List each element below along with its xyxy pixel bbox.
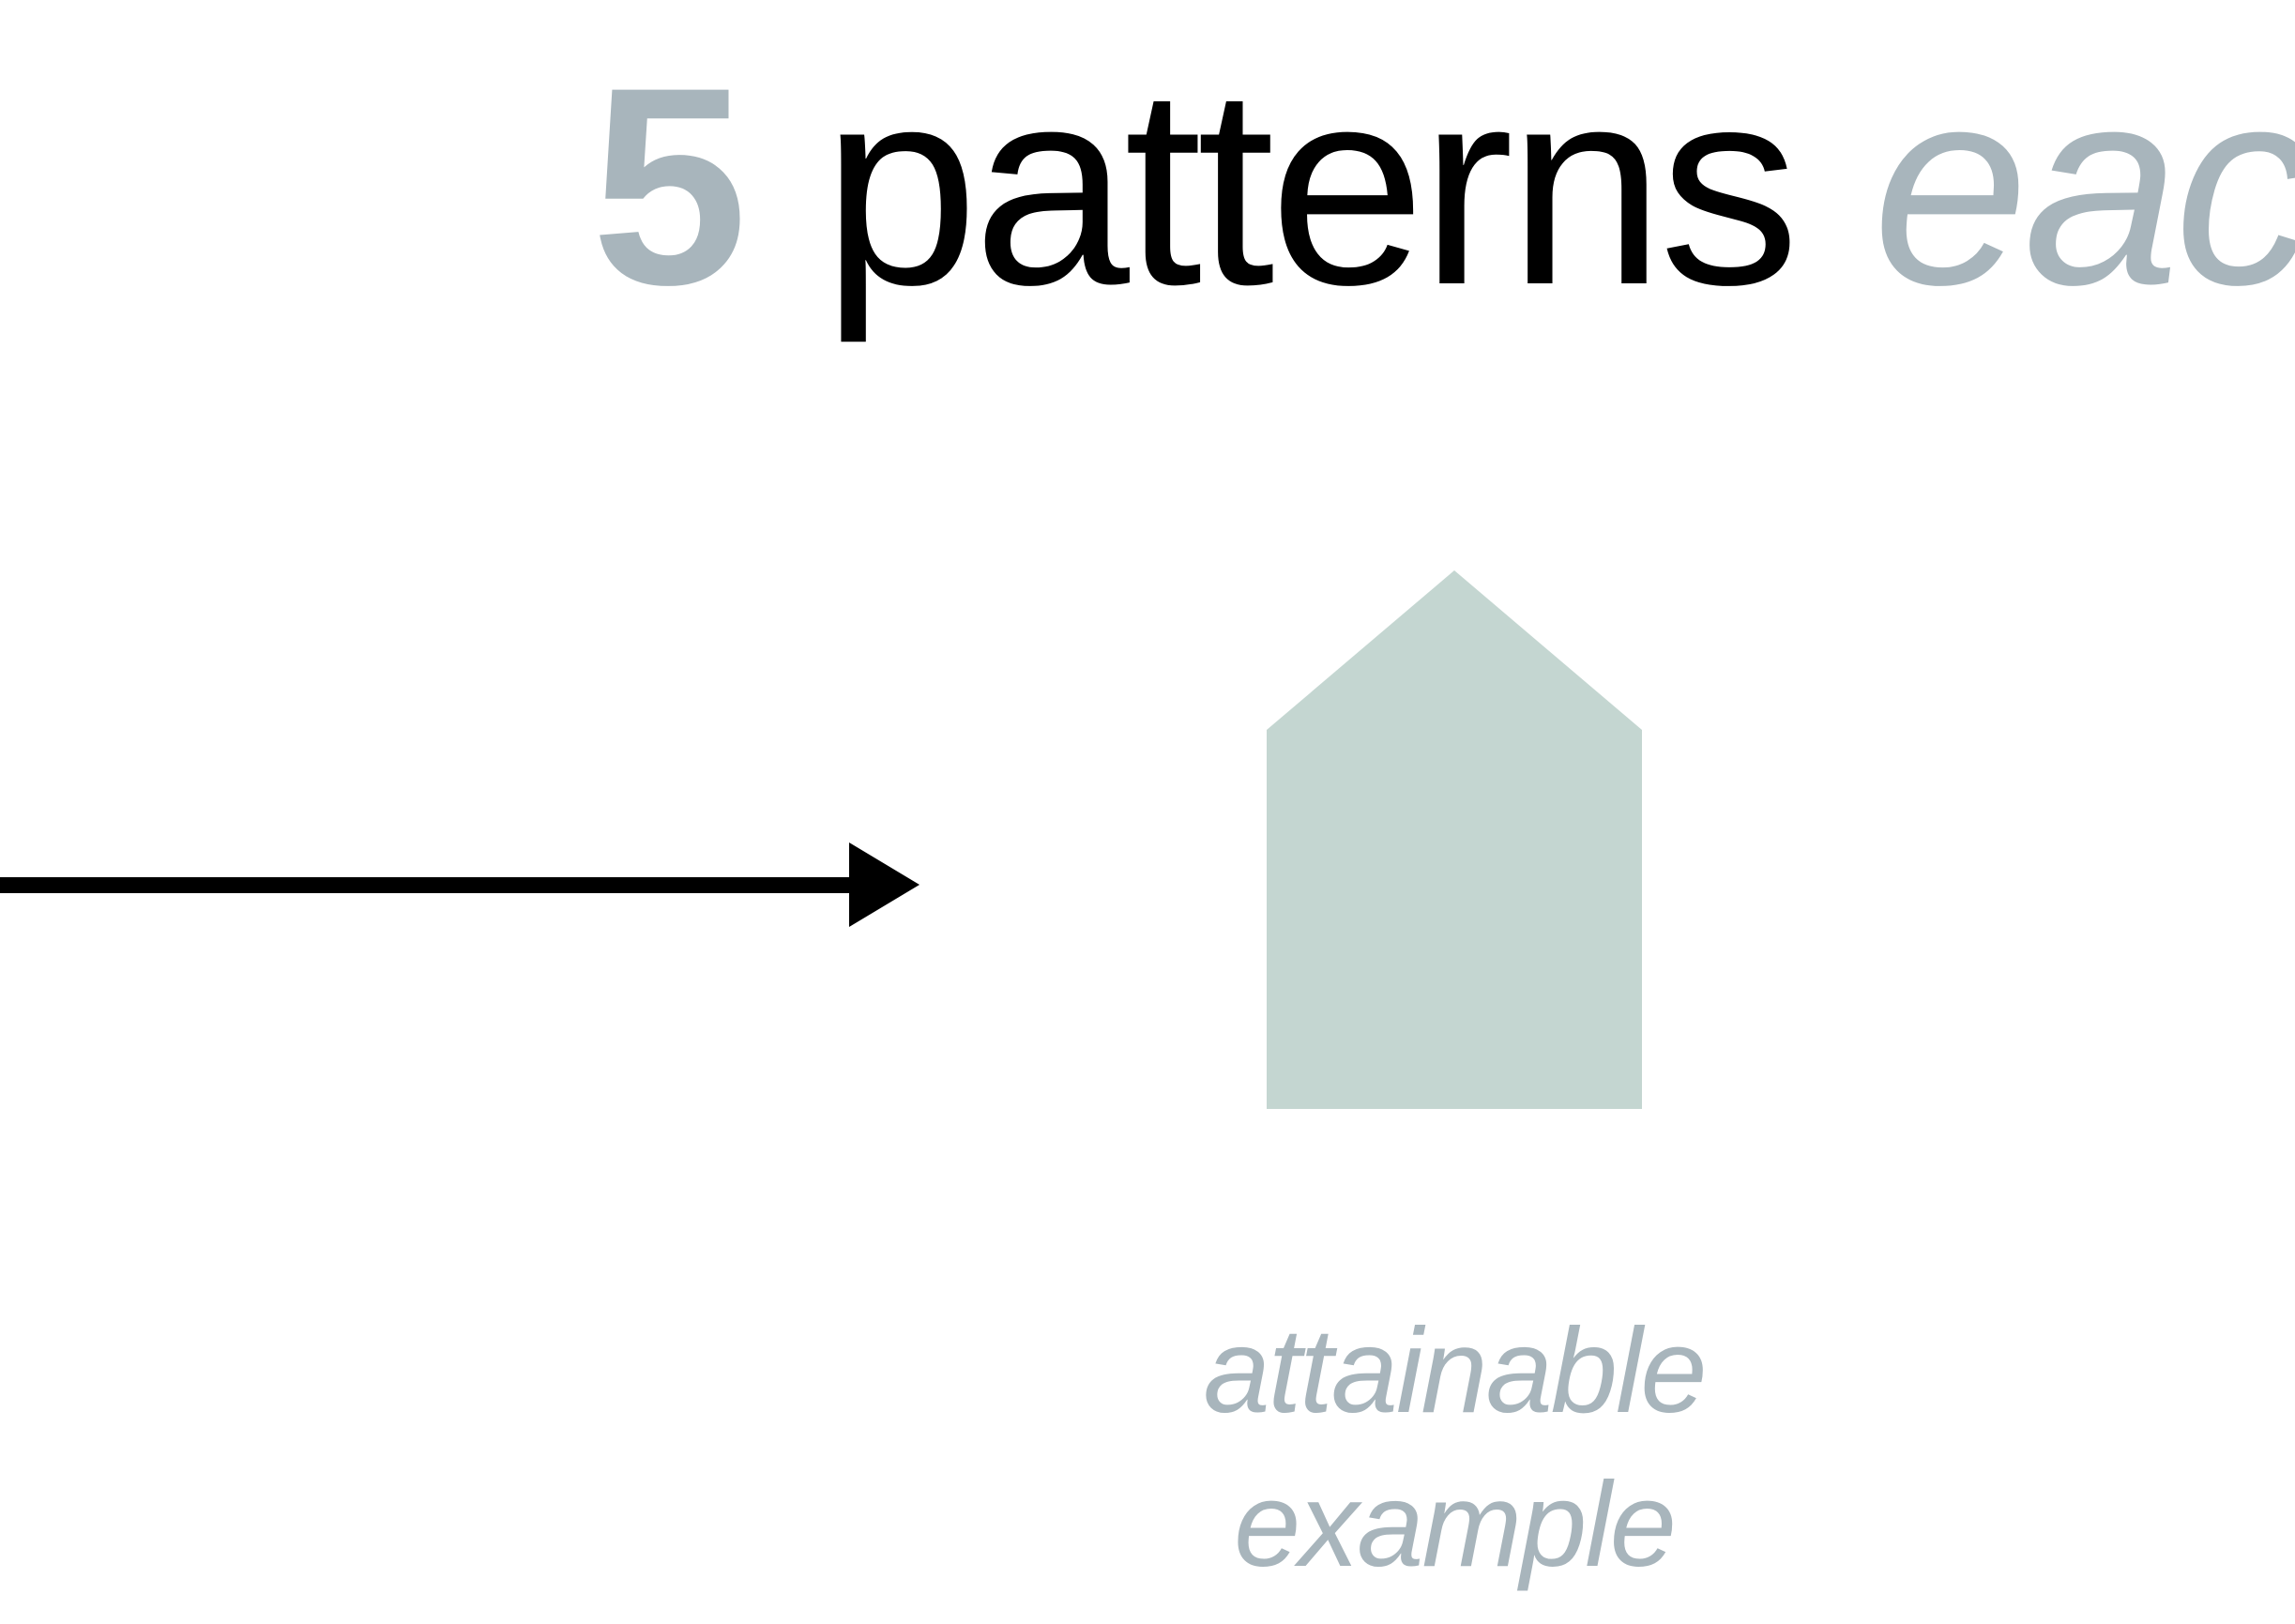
shape-caption: attainable example bbox=[1065, 1295, 1844, 1602]
page-title: 5 patterns each bbox=[591, 45, 2295, 326]
caption-line-1: attainable bbox=[1203, 1304, 1707, 1438]
house-pentagon-path bbox=[1267, 570, 1642, 1109]
title-noun: patterns bbox=[822, 28, 1800, 343]
arrow-path bbox=[0, 842, 920, 927]
caption-line-2: example bbox=[1234, 1457, 1677, 1592]
right-arrow-icon bbox=[0, 826, 938, 948]
right-arrow-svg bbox=[0, 842, 920, 927]
title-qualifier: each bbox=[1872, 28, 2295, 343]
house-pentagon-svg bbox=[1267, 570, 1642, 1109]
title-count: 5 bbox=[591, 28, 748, 343]
house-pentagon-shape bbox=[1248, 554, 1661, 1126]
